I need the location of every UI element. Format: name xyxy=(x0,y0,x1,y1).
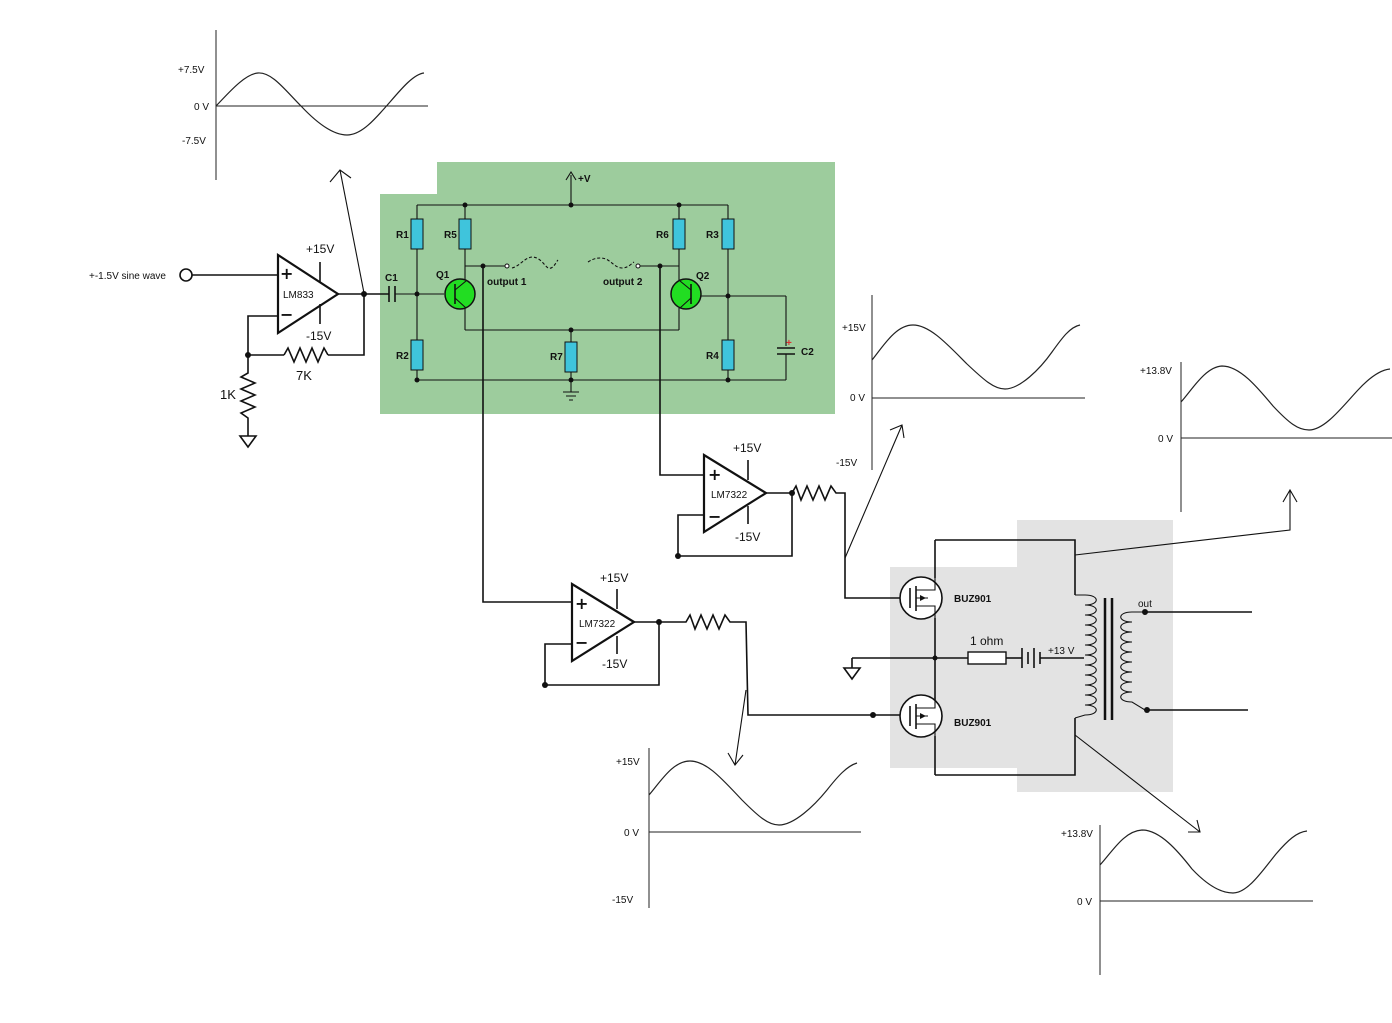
arrow-to-upper-graph xyxy=(844,424,905,559)
opamp-upper-lm7322 xyxy=(702,453,769,534)
opamp-upper-part: LM7322 xyxy=(711,490,748,501)
ground-resistor-label: 1K xyxy=(220,387,236,402)
opamp-lm833 xyxy=(276,252,341,336)
r1-label: R1 xyxy=(396,230,409,241)
graph-upper-zero-label: 0 V xyxy=(850,393,865,404)
output-stage: BUZ901 BUZ901 1 ohm +13 V out xyxy=(842,539,1252,776)
arrow-to-top-mosfet-graph xyxy=(1074,488,1298,556)
transistor-q2 xyxy=(670,278,702,310)
sense-resistor-label: 1 ohm xyxy=(970,634,1003,648)
wire-output2 xyxy=(659,266,704,476)
output1-label: output 1 xyxy=(487,277,527,288)
battery-label: +13 V xyxy=(1048,646,1075,657)
output2-label: output 2 xyxy=(603,277,643,288)
r7-label: R7 xyxy=(550,352,563,363)
transformer-primary xyxy=(1074,594,1097,719)
arrow-to-bottom-mosfet-graph xyxy=(1074,734,1201,833)
opamp-lower-vminus: -15V xyxy=(602,657,627,671)
c2-label: C2 xyxy=(801,347,814,358)
opamp-upper-group: + − LM7322 +15V -15V xyxy=(675,441,900,599)
graph-top-mosfet-top-label: +13.8V xyxy=(1140,366,1172,377)
ground-icon-diff xyxy=(563,391,579,401)
graph-upper-bottom-label: -15V xyxy=(836,458,857,469)
graph-input-zero-label: 0 V xyxy=(194,102,209,113)
input-terminal-icon xyxy=(179,268,193,282)
graph-lower-opamp: +15V 0 V -15V xyxy=(612,748,861,908)
c1-label: C1 xyxy=(385,273,398,284)
resistor-r3 xyxy=(721,218,735,250)
resistor-r6 xyxy=(672,218,686,250)
opamp-lm833-part: LM833 xyxy=(283,290,314,301)
opamp-lm833-plus: + xyxy=(280,264,293,283)
resistor-r4 xyxy=(721,339,735,371)
r6-label: R6 xyxy=(656,230,669,241)
r4-label: R4 xyxy=(706,351,719,362)
ground-icon-output xyxy=(842,658,862,681)
graph-upper-opamp: +15V 0 V -15V xyxy=(836,295,1085,470)
input-label: +-1.5V sine wave xyxy=(89,271,166,282)
graph-input-bottom-label: -7.5V xyxy=(182,136,206,147)
graph-bottom-mosfet-top-label: +13.8V xyxy=(1061,829,1093,840)
graph-bottom-mosfet-zero-label: 0 V xyxy=(1077,897,1092,908)
transformer-out-label: out xyxy=(1138,599,1152,610)
wire-output1 xyxy=(482,266,572,603)
graph-top-mosfet-zero-label: 0 V xyxy=(1158,434,1173,445)
graph-lower-top-label: +15V xyxy=(616,757,640,768)
opamp-lm833-minus: − xyxy=(280,305,293,324)
resistor-r7 xyxy=(564,341,578,373)
mosfet-top-label: BUZ901 xyxy=(954,594,992,605)
opamp-upper-minus: − xyxy=(708,507,721,526)
ground-icon xyxy=(238,435,258,449)
input-stage: +-1.5V sine wave + − LM833 +15V -15V 7K … xyxy=(89,242,389,449)
feedback-resistor-label: 7K xyxy=(296,368,312,383)
resistor-r2 xyxy=(410,339,424,371)
q1-label: Q1 xyxy=(436,270,450,281)
graph-lower-zero-label: 0 V xyxy=(624,828,639,839)
graph-top-mosfet: +13.8V 0 V xyxy=(1140,362,1392,512)
c2-polarity: + xyxy=(786,338,792,349)
resistor-r1 xyxy=(410,218,424,250)
graph-input-wave: +7.5V 0 V -7.5V xyxy=(178,30,428,180)
opamp-upper-vplus: +15V xyxy=(733,441,761,455)
opamp-lower-vplus: +15V xyxy=(600,571,628,585)
r3-label: R3 xyxy=(706,230,719,241)
diff-amp-region xyxy=(380,162,835,414)
graph-input-top-label: +7.5V xyxy=(178,65,205,76)
opamp-upper-plus: + xyxy=(708,465,721,484)
output-stage-region xyxy=(890,520,1173,792)
diff-amp: C1 +V R1 R2 R5 Q1 output 1 xyxy=(385,170,814,401)
r5-label: R5 xyxy=(444,230,457,241)
opamp-lm833-vplus: +15V xyxy=(306,242,334,256)
arrow-to-input-graph xyxy=(329,169,365,294)
q2-label: Q2 xyxy=(696,271,710,282)
graph-bottom-mosfet: +13.8V 0 V xyxy=(1061,825,1313,975)
mosfet-bottom-label: BUZ901 xyxy=(954,718,992,729)
graph-upper-top-label: +15V xyxy=(842,323,866,334)
opamp-lower-lm7322 xyxy=(570,582,637,663)
opamp-upper-vminus: -15V xyxy=(735,530,760,544)
opamp-lower-minus: − xyxy=(575,633,588,652)
supply-label: +V xyxy=(578,174,591,185)
battery-icon xyxy=(1021,648,1041,668)
opamp-lower-part: LM7322 xyxy=(579,619,616,630)
transformer-secondary xyxy=(1120,611,1146,711)
r2-label: R2 xyxy=(396,351,409,362)
transistor-q1 xyxy=(444,278,476,310)
arrow-to-lower-graph xyxy=(727,689,747,766)
opamp-lower-group: + − LM7322 +15V -15V xyxy=(542,571,900,718)
sense-resistor xyxy=(967,651,1007,665)
opamp-lower-plus: + xyxy=(575,594,588,613)
opamp-lm833-vminus: -15V xyxy=(306,329,331,343)
resistor-r5 xyxy=(458,218,472,250)
graph-lower-bottom-label: -15V xyxy=(612,895,633,906)
